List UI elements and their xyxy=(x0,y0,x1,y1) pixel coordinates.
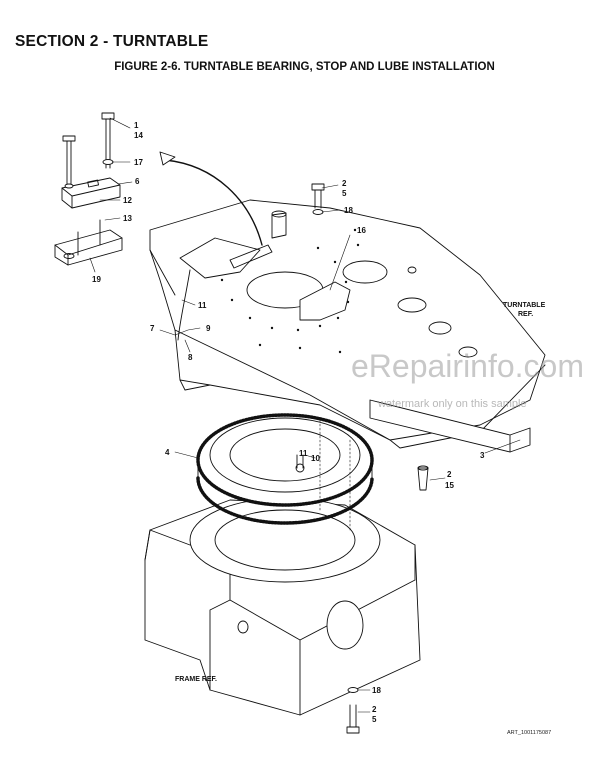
frame-assembly xyxy=(144,497,421,716)
frame-ref-label: FRAME REF. xyxy=(175,676,217,683)
callout-2-mid: 2 xyxy=(447,470,452,479)
callout-2-top: 2 xyxy=(342,179,347,188)
turntable-ref-label: TURNTABLE xyxy=(503,302,546,309)
callout-6: 6 xyxy=(135,177,140,186)
callout-12: 12 xyxy=(123,196,132,205)
callout-5-top: 5 xyxy=(342,189,347,198)
callout-15: 15 xyxy=(445,481,454,490)
callout-11-mid: 11 xyxy=(299,449,308,458)
callout-13: 13 xyxy=(123,214,132,223)
turntable-ref-label-2: REF. xyxy=(518,311,533,318)
callout-17: 17 xyxy=(134,158,143,167)
callout-11-top: 11 xyxy=(198,301,207,310)
callout-8: 8 xyxy=(188,353,193,362)
turntable-bearing xyxy=(196,413,374,525)
callout-10: 10 xyxy=(311,454,320,463)
stop-assembly xyxy=(54,177,123,266)
figure-title: FIGURE 2-6. TURNTABLE BEARING, STOP AND … xyxy=(114,61,495,73)
section-title: SECTION 2 - TURNTABLE xyxy=(15,33,209,50)
callout-9: 9 xyxy=(206,324,211,333)
watermark-note: watermark only on this sample xyxy=(377,398,527,410)
callout-leaders xyxy=(89,117,521,713)
callout-4: 4 xyxy=(165,448,170,457)
callout-3: 3 xyxy=(480,451,485,460)
turntable-plate xyxy=(149,199,546,491)
lube-hose xyxy=(164,159,263,246)
callout-numbers: 1 14 17 6 12 13 19 2 5 18 16 11 7 9 8 4 … xyxy=(92,121,485,724)
watermark-brand: eRepairinfo.com xyxy=(351,348,584,384)
callout-16: 16 xyxy=(357,226,366,235)
callout-7: 7 xyxy=(150,324,155,333)
callout-2-bot: 2 xyxy=(372,705,377,714)
callout-19: 19 xyxy=(92,275,101,284)
callout-14: 14 xyxy=(134,131,143,140)
callout-18-top: 18 xyxy=(344,206,353,215)
callout-18-bot: 18 xyxy=(372,686,381,695)
art-id: ART_1001175087 xyxy=(507,730,551,736)
callout-5-bot: 5 xyxy=(372,715,377,724)
callout-1: 1 xyxy=(134,121,139,130)
